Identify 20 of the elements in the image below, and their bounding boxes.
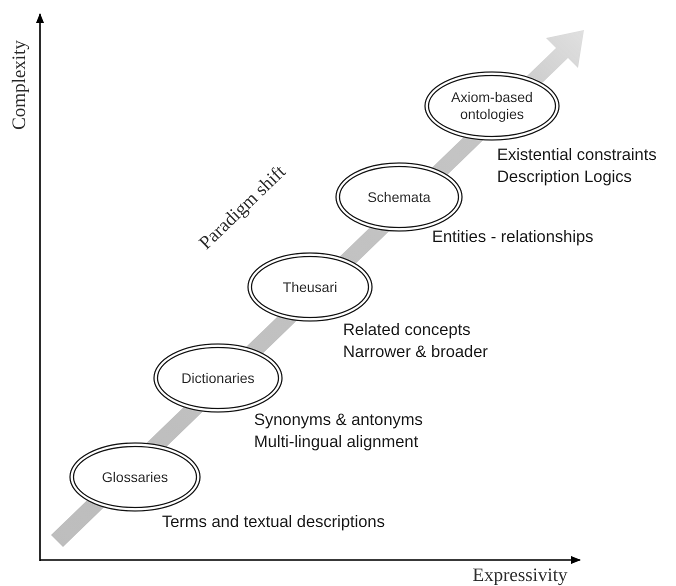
axis-label: Expressivity (472, 565, 568, 586)
description-text: Synonyms & antonyms (254, 410, 423, 431)
ellipse-node (69, 442, 201, 512)
description-text: Terms and textual descriptions (162, 512, 385, 533)
node-text: Dictionaries (181, 370, 255, 386)
ellipse-node (247, 252, 373, 322)
description-text: Multi-lingual alignment (254, 432, 420, 453)
node-text: Schemata (367, 188, 431, 206)
ellipse-node (153, 343, 283, 413)
node-text: Axiom-based ontologies (450, 89, 534, 123)
description-text: Related concepts (343, 320, 472, 341)
node-text: Theusari (282, 278, 338, 296)
description-text: Narrower & broader (343, 342, 488, 363)
description-text: Description Logics (497, 167, 633, 188)
axis-label: Complexity (9, 40, 31, 130)
ellipse-node (335, 162, 463, 232)
description-text: Existential constraints (497, 145, 657, 166)
description-text: Entities - relationships (432, 227, 594, 248)
ellipse-node (424, 71, 560, 141)
node-text: Glossaries (102, 468, 168, 486)
